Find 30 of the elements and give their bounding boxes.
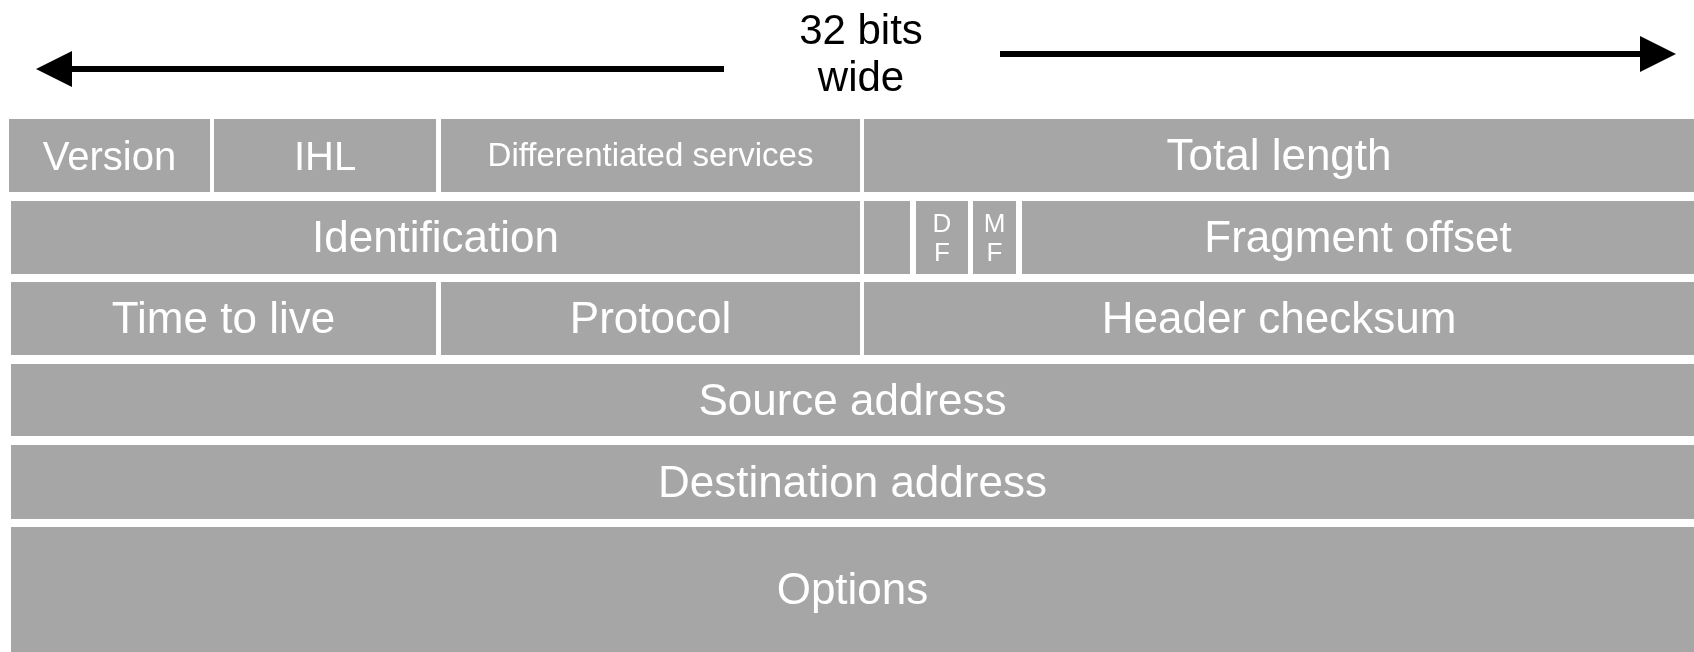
field-name: Time to live: [111, 294, 336, 343]
field-name: Destination address: [658, 457, 1047, 507]
field-name: Header checksum: [1101, 294, 1457, 343]
field-box: [11, 364, 1694, 436]
width-label: 32 bits wide: [798, 6, 924, 101]
field-name: D F: [931, 208, 953, 267]
field-name: M F: [982, 208, 1007, 267]
field-name: Version: [42, 133, 177, 178]
field-name: Total length: [1166, 131, 1392, 180]
flag-box: [973, 201, 1016, 274]
field-name: Differentiated services: [487, 137, 814, 174]
reserved-bit-box: [864, 201, 910, 274]
field-box: [441, 119, 860, 192]
field-box: [214, 119, 436, 192]
field-box: [11, 445, 1694, 519]
field-name: Identification: [311, 213, 560, 262]
field-name: Source address: [698, 375, 1007, 425]
field-box: [11, 282, 436, 355]
field-name: Fragment offset: [1204, 213, 1512, 262]
field-box: [864, 282, 1694, 355]
field-name: IHL: [293, 133, 357, 178]
field-box: [864, 119, 1694, 192]
field-box: [11, 527, 1694, 652]
field-box: [11, 201, 860, 274]
field-box: [1022, 201, 1694, 274]
field-name: Options: [776, 565, 929, 614]
field-name: Protocol: [569, 294, 732, 343]
field-box: [441, 282, 860, 355]
flag-box: [916, 201, 968, 274]
field-box: [9, 119, 210, 192]
